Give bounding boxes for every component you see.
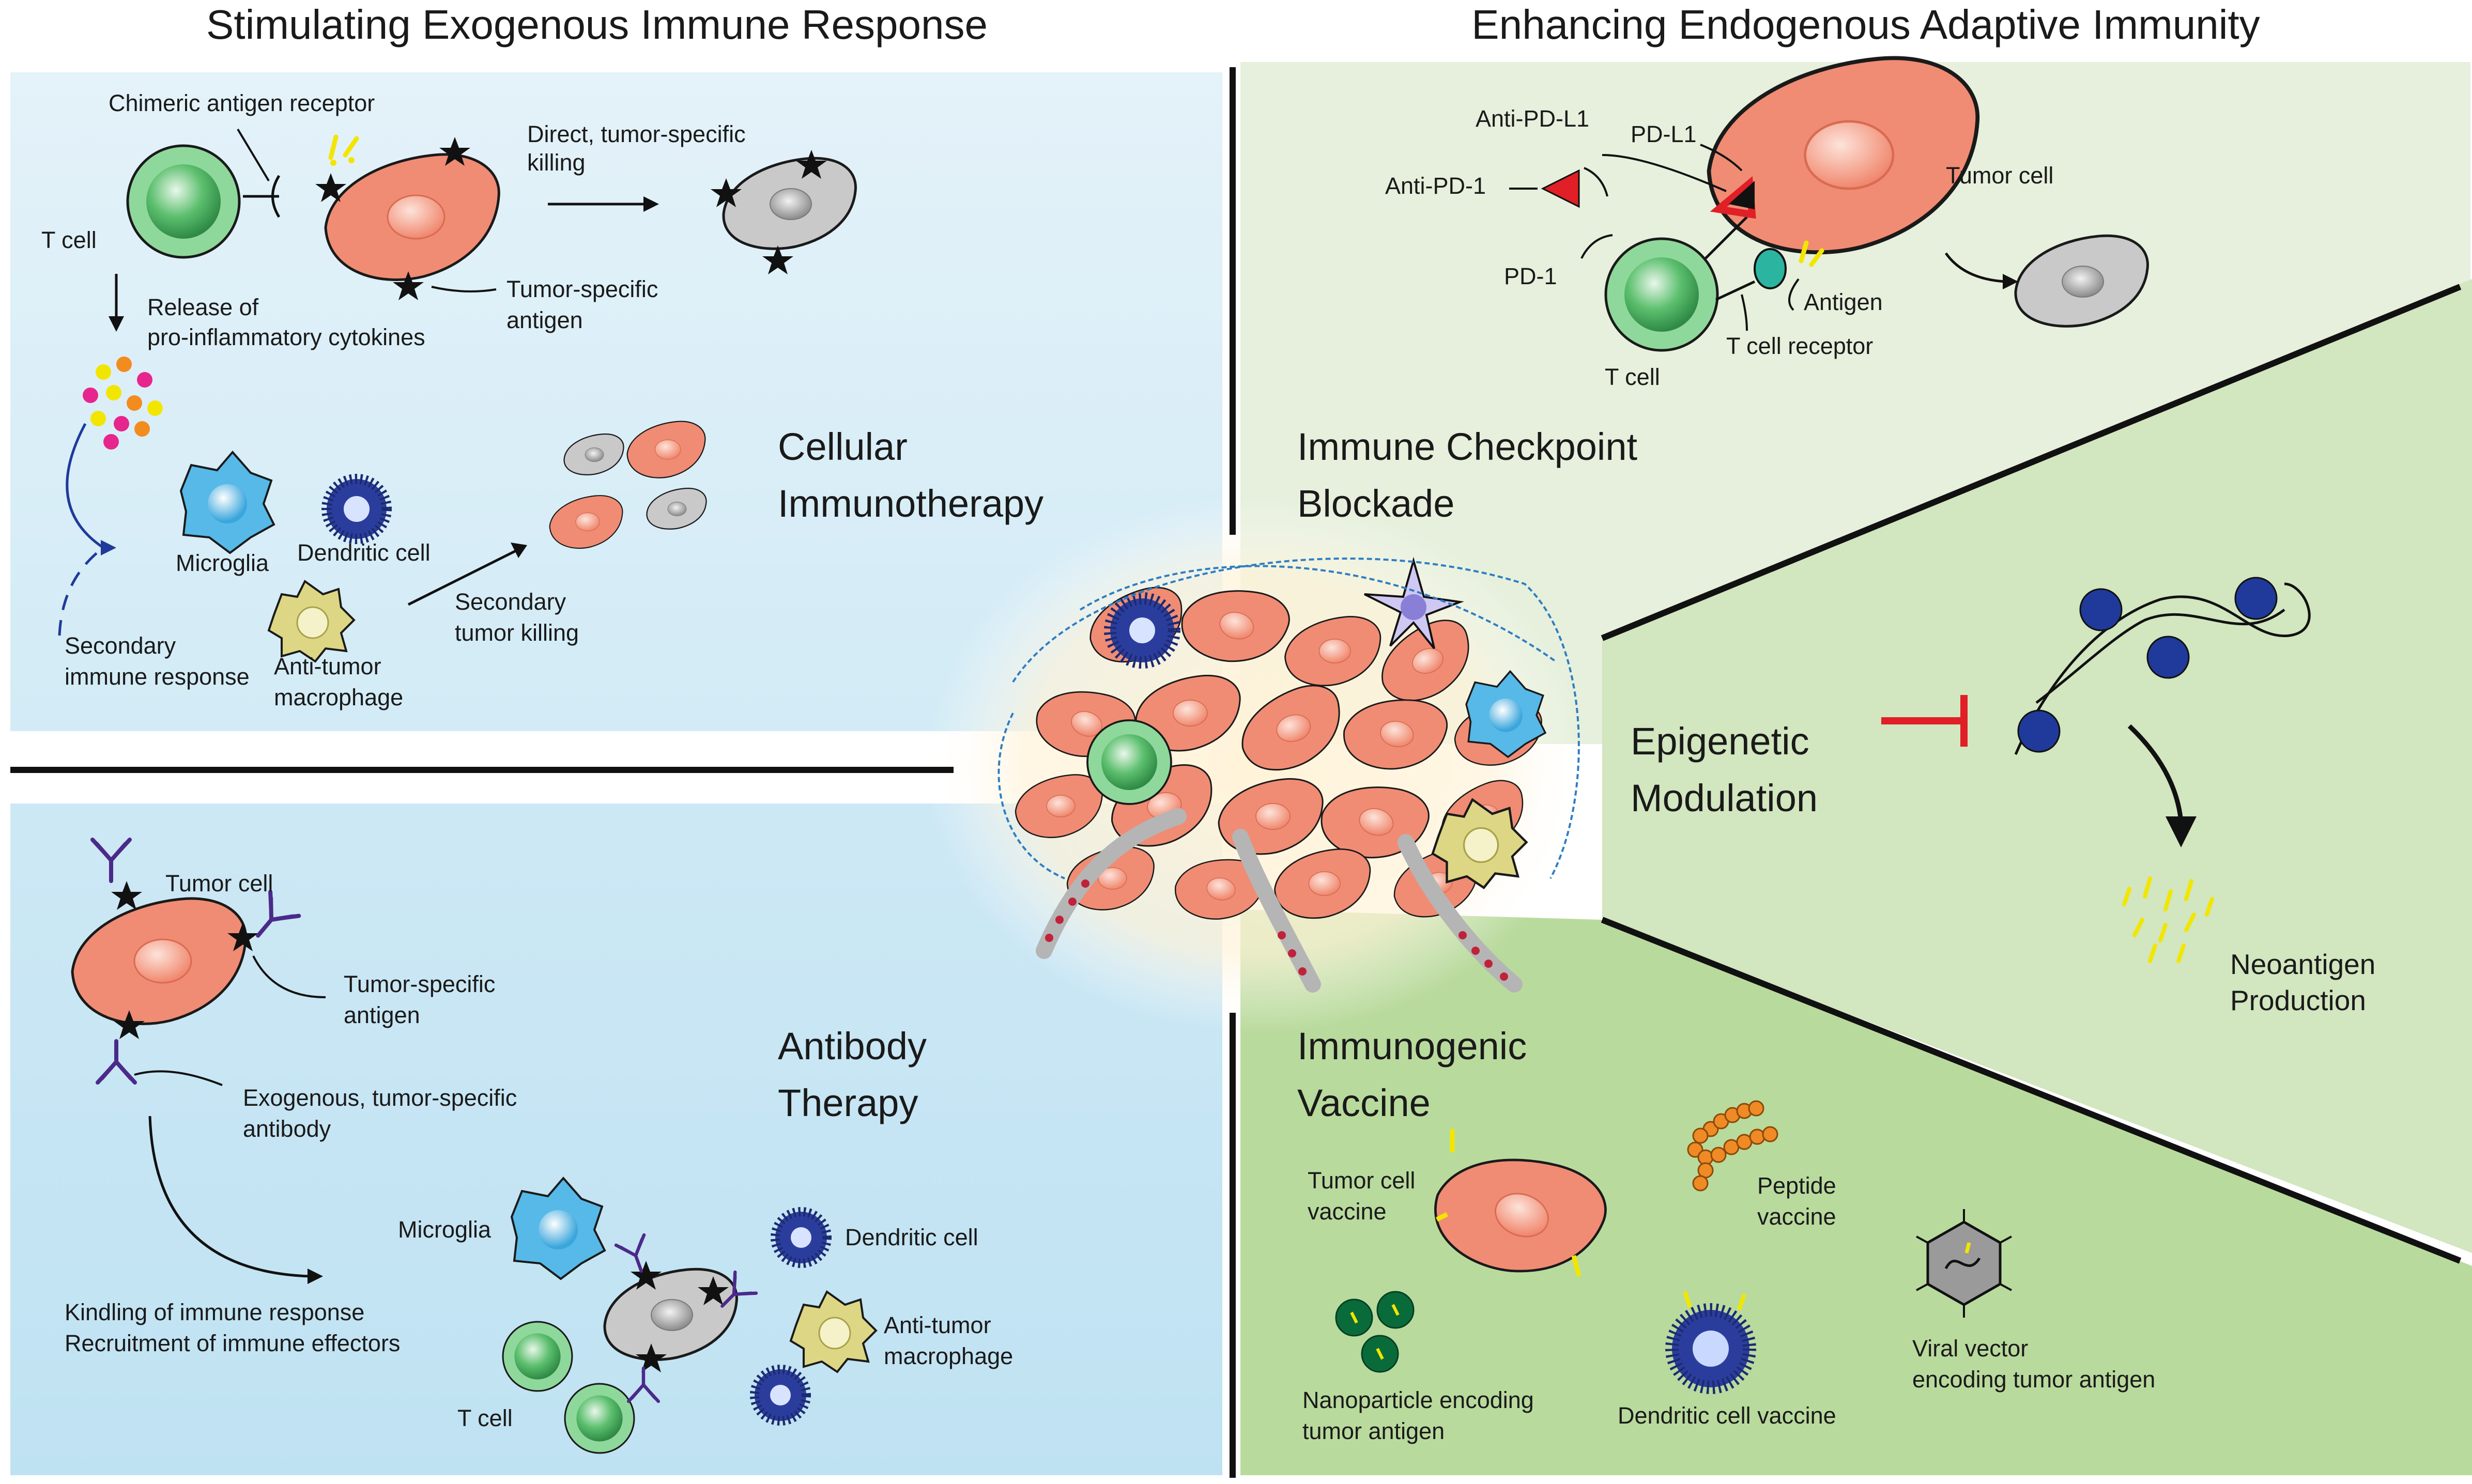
label-peptide-2: vaccine: [1757, 1203, 1836, 1230]
methyl-bead: [2017, 709, 2061, 753]
label-neo-2: Production: [2230, 984, 2366, 1016]
dendritic-cell-icon: [1104, 592, 1180, 669]
label-sec-kill-2: tumor killing: [455, 620, 579, 646]
label-anti-pdl1: Anti-PD-L1: [1476, 105, 1589, 132]
cytokines-icon: [83, 357, 163, 450]
t-cell-icon: [1606, 239, 1717, 350]
pd-l1-black-triangle: [1729, 181, 1755, 209]
red-blood-cells: [1045, 879, 1508, 981]
label-nano-1: Nanoparticle encoding: [1302, 1387, 1534, 1413]
t-cell-icon: [128, 146, 239, 257]
label-secondary-2: immune response: [65, 663, 250, 690]
label-tumor-vaccine-2: vaccine: [1308, 1198, 1387, 1225]
dendritic-cell-icon: [750, 1365, 811, 1426]
label-direct-2: killing: [527, 149, 586, 176]
label-release-1: Release of: [147, 294, 259, 320]
vaccine-title-2: Vaccine: [1297, 1081, 1431, 1124]
label-tumor-cell: Tumor cell: [1946, 162, 2053, 189]
header-left: Stimulating Exogenous Immune Response: [206, 2, 988, 48]
methyl-bead: [2234, 577, 2278, 620]
label-release-2: pro-inflammatory cytokines: [147, 324, 425, 350]
dendritic-cell-vaccine-icon: [1665, 1291, 1756, 1394]
label-tumor-vaccine-1: Tumor cell: [1308, 1167, 1415, 1194]
epigenetic-modulation-panel: [1881, 577, 2311, 963]
label-ab-microglia: Microglia: [398, 1216, 492, 1243]
panel-vaccine-bg: [1240, 909, 2472, 1475]
t-cell-icon: [502, 1321, 573, 1392]
label-ab-exo-1: Exogenous, tumor-specific: [243, 1085, 517, 1111]
antigen-tcr-icon: [1754, 248, 1787, 289]
antibody-therapy-panel: [72, 840, 877, 1454]
label-dendritic: Dendritic cell: [297, 539, 431, 566]
label-pdl1: PD-L1: [1631, 121, 1697, 147]
epigenetic-title-1: Epigenetic: [1631, 720, 1809, 763]
label-ab-tsa-2: antigen: [344, 1002, 420, 1028]
cellular-title-1: Cellular: [778, 425, 908, 468]
label-ab-tcell: T cell: [457, 1405, 513, 1431]
header-right: Enhancing Endogenous Adaptive Immunity: [1471, 2, 2260, 48]
label-tsa-2: antigen: [506, 307, 583, 333]
immunogenic-vaccine-panel: [1335, 1100, 2012, 1394]
label-macro-1: Anti-tumor: [274, 653, 381, 679]
label-tsa-1: Tumor-specific: [506, 276, 658, 302]
label-direct-1: Direct, tumor-specific: [527, 121, 746, 147]
extracellular-matrix: [997, 557, 1580, 879]
label-ab-macro-2: macrophage: [884, 1343, 1013, 1369]
neuron-icon: [1364, 556, 1464, 650]
cellular-immunotherapy-panel: [58, 128, 855, 662]
label-neo-1: Neoantigen: [2230, 948, 2375, 980]
antibody-title-2: Therapy: [778, 1081, 918, 1124]
label-pd1: PD-1: [1504, 263, 1557, 289]
label-secondary-1: Secondary: [65, 632, 176, 659]
peptide-vaccine-icon: [1687, 1100, 1778, 1192]
panel-epigenetic-bg: [1602, 279, 2472, 1253]
nanoparticle-icon: [1335, 1291, 1415, 1373]
label-dc-vaccine: Dendritic cell vaccine: [1618, 1402, 1836, 1429]
methyl-bead: [2079, 588, 2123, 631]
dendritic-cell-icon: [771, 1207, 832, 1268]
blood-vessel-icon: [1036, 808, 1523, 993]
label-antigen: Antigen: [1804, 289, 1883, 315]
label-ab-exo-2: antibody: [243, 1116, 331, 1142]
checkpoint-title-2: Blockade: [1297, 482, 1454, 525]
label-ab-dendritic: Dendritic cell: [845, 1224, 978, 1250]
t-cell-icon: [564, 1383, 635, 1454]
checkpoint-title-1: Immune Checkpoint: [1297, 425, 1638, 468]
label-peptide-1: Peptide: [1757, 1172, 1836, 1199]
label-ab-tsa-1: Tumor-specific: [344, 971, 495, 997]
label-ab-macro-1: Anti-tumor: [884, 1312, 991, 1338]
label-tcr: T cell receptor: [1726, 333, 1873, 359]
label-car: Chimeric antigen receptor: [109, 90, 375, 116]
cellular-title-2: Immunotherapy: [778, 482, 1043, 525]
anti-pd1-icon: [1541, 169, 1580, 208]
label-microglia: Microglia: [176, 550, 269, 576]
label-anti-pd1: Anti-PD-1: [1385, 173, 1486, 199]
checkpoint-blockade-panel: [1509, 58, 2147, 350]
label-viral-2: encoding tumor antigen: [1912, 1366, 2155, 1393]
methyl-bead: [2146, 636, 2190, 679]
label-nano-2: tumor antigen: [1302, 1418, 1445, 1444]
divider-lines: [10, 67, 2462, 1478]
neoantigen-icon: [2122, 876, 2214, 963]
central-tumor-mass: [997, 556, 1580, 993]
label-sec-kill-1: Secondary: [455, 589, 566, 615]
epigenetic-title-2: Modulation: [1631, 777, 1818, 820]
label-viral-1: Viral vector: [1912, 1335, 2028, 1362]
dendritic-cell-icon: [321, 474, 392, 544]
label-tcell: T cell: [41, 227, 97, 253]
t-cell-icon: [1086, 719, 1172, 805]
label-ab-kindling-1: Kindling of immune response: [65, 1299, 364, 1325]
label-ab-kindling-2: Recruitment of immune effectors: [65, 1330, 400, 1356]
viral-vector-icon: [1916, 1209, 2012, 1318]
label-macro-2: macrophage: [274, 684, 403, 710]
label-cp-tcell: T cell: [1605, 364, 1660, 390]
label-ab-tumor: Tumor cell: [165, 870, 273, 896]
vaccine-title-1: Immunogenic: [1297, 1025, 1527, 1068]
antibody-title-1: Antibody: [778, 1025, 927, 1068]
